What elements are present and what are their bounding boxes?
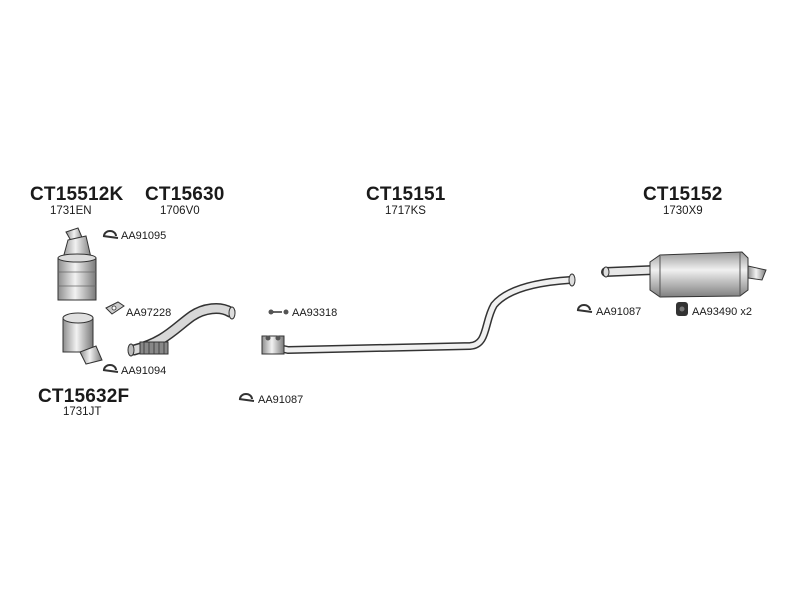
group-ref: 1730X9 — [663, 205, 703, 217]
group-code: CT15632F — [38, 386, 130, 407]
clamp-icon — [576, 304, 593, 313]
part-label: AA97228 — [126, 307, 172, 319]
gasket-icon — [105, 301, 125, 315]
catalytic-converter-ct15632f — [62, 312, 103, 365]
group-code: CT15512K — [30, 184, 124, 205]
catalytic-converter-ct15512k — [57, 227, 97, 301]
group-ref: 1717KS — [385, 205, 426, 217]
rubber-hanger-icon — [676, 302, 688, 316]
part-label: AA91094 — [121, 365, 167, 377]
part-label: AA91087 — [596, 306, 642, 318]
part-label: AA91095 — [121, 230, 167, 242]
group-code: CT15152 — [643, 184, 723, 205]
group-code: CT15630 — [145, 184, 225, 205]
group-ref: 1706V0 — [160, 205, 200, 217]
clamp-icon — [102, 230, 119, 239]
bolt-icon — [268, 309, 289, 315]
group-ref: 1731EN — [50, 205, 92, 217]
group-code: CT15151 — [366, 184, 446, 205]
part-label: AA93490 x2 — [692, 306, 752, 318]
center-pipe-ct15151 — [261, 273, 576, 355]
clamp-icon — [102, 364, 119, 373]
clamp-icon — [238, 393, 255, 402]
front-pipe-ct15630 — [127, 303, 236, 357]
group-ref: 1731JT — [63, 406, 102, 418]
part-label: AA91087 — [258, 394, 304, 406]
part-label: AA93318 — [292, 307, 338, 319]
rear-silencer-ct15152 — [601, 251, 767, 298]
